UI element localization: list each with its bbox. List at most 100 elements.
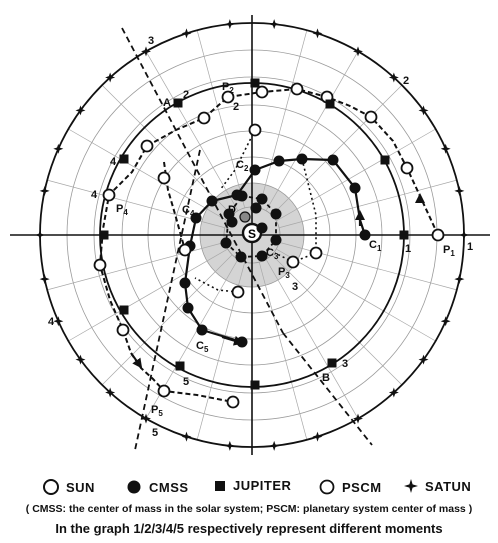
- legend-sun-label: SUN: [66, 479, 95, 495]
- jup-marker: [250, 78, 260, 88]
- orbit-diagram: S D A B C1 C2 C3 C4 C5 P1 P2 P3 P4 P5 1 …: [10, 15, 490, 455]
- legend-sun: SUN: [42, 478, 95, 496]
- cmss-marker: [270, 208, 282, 220]
- pscm-legend-icon: [319, 479, 335, 495]
- pscm-marker: [93, 258, 107, 272]
- moment-4-jupiter: 4: [110, 156, 117, 168]
- moment-2-jupiter: 2: [183, 89, 189, 101]
- label-b: B: [322, 372, 330, 384]
- sat-marker: [53, 143, 64, 154]
- pscm-marker: [102, 188, 116, 202]
- pscm-marker: [248, 123, 262, 137]
- sat-marker: [75, 105, 86, 116]
- cmss-marker: [182, 302, 194, 314]
- cmss-marker: [296, 153, 308, 165]
- sat-marker: [353, 413, 363, 424]
- saturn-markers: [35, 19, 469, 451]
- moment-3-saturn: 3: [148, 35, 154, 47]
- cmss-marker: [226, 216, 238, 228]
- moment-3-jupiter: 3: [342, 358, 348, 370]
- cmss-marker: [256, 250, 268, 262]
- pscm-markers: [93, 82, 445, 409]
- sat-marker: [105, 387, 116, 398]
- cmss-marker: [256, 222, 268, 234]
- label-p5: P5: [151, 404, 163, 418]
- label-p2: P2: [222, 81, 234, 95]
- cmss-marker: [196, 324, 208, 336]
- barycenter-d-marker: [239, 211, 251, 223]
- pscm-marker: [197, 111, 211, 125]
- cmss-marker: [249, 164, 261, 176]
- jup-marker: [327, 358, 337, 368]
- sat-marker: [269, 19, 280, 30]
- moment-1-saturn: 1: [467, 241, 473, 253]
- cmss-marker: [179, 277, 191, 289]
- pscm-marker: [140, 139, 154, 153]
- label-p1: P1: [443, 244, 455, 258]
- legend-jupiter-label: JUPITER: [233, 478, 292, 493]
- legend-saturn: SATUN: [403, 478, 471, 494]
- pscm-marker: [157, 171, 171, 185]
- jup-marker: [175, 361, 185, 371]
- sat-marker: [459, 230, 469, 240]
- moment-5-saturn: 5: [152, 427, 158, 439]
- sat-marker: [440, 143, 451, 154]
- pscm-marker: [221, 90, 235, 104]
- label-c1: C1: [369, 239, 382, 253]
- sat-marker: [53, 316, 64, 327]
- moment-4-saturn: 4: [48, 316, 55, 328]
- cmss-marker: [236, 336, 248, 348]
- label-c4: C4: [182, 204, 195, 218]
- pscm-marker: [255, 85, 269, 99]
- jup-marker: [380, 155, 390, 165]
- moment-4-pscm: 4: [91, 189, 98, 201]
- legend-cmss: CMSS: [125, 478, 189, 496]
- cmss-marker: [359, 229, 371, 241]
- saturn-legend-icon: [404, 479, 418, 493]
- sat-marker: [418, 354, 429, 365]
- jup-marker: [250, 380, 260, 390]
- label-c5: C5: [196, 340, 209, 354]
- jup-marker: [399, 230, 409, 240]
- sun-label: S: [248, 227, 256, 241]
- legend: SUN CMSS JUPITER PSCM SATUN: [0, 474, 498, 504]
- sat-marker: [418, 105, 429, 116]
- alignment-lines: [121, 27, 373, 451]
- moment-5-jupiter: 5: [183, 376, 189, 388]
- sat-marker: [35, 230, 45, 240]
- jup-marker: [99, 230, 109, 240]
- sat-marker: [440, 316, 451, 327]
- caption: In the graph 1/2/3/4/5 respectively repr…: [55, 521, 443, 536]
- pscm-marker: [309, 246, 323, 260]
- pscm-marker: [116, 323, 130, 337]
- pscm-marker: [226, 395, 240, 409]
- cmss-marker: [250, 202, 262, 214]
- pscm-marker: [290, 82, 304, 96]
- sat-marker: [312, 431, 323, 442]
- sat-marker: [312, 28, 323, 39]
- pscm-marker: [286, 255, 300, 269]
- sat-marker: [141, 413, 151, 424]
- jup-marker: [119, 305, 129, 315]
- sat-marker: [454, 185, 465, 196]
- label-c2: C2: [236, 159, 249, 173]
- cmss-marker: [349, 182, 361, 194]
- sat-marker: [388, 72, 399, 83]
- cmss-marker: [327, 154, 339, 166]
- jup-marker: [325, 99, 335, 109]
- legend-pscm: PSCM: [318, 478, 382, 496]
- cmss-marker: [256, 193, 268, 205]
- label-p4: P4: [116, 203, 128, 217]
- jup-marker: [119, 154, 129, 164]
- legend-pscm-label: PSCM: [342, 479, 382, 495]
- sun-legend-icon: [43, 479, 59, 495]
- legend-saturn-label: SATUN: [425, 478, 472, 494]
- sat-marker: [181, 431, 192, 442]
- cmss-markers: [179, 153, 371, 348]
- pscm-marker: [231, 285, 245, 299]
- cmss-marker: [270, 234, 282, 246]
- sat-marker: [269, 440, 280, 451]
- legend-note: ( CMSS: the center of mass in the solar …: [25, 503, 473, 515]
- pscm-marker: [400, 161, 414, 175]
- sat-marker: [454, 274, 465, 285]
